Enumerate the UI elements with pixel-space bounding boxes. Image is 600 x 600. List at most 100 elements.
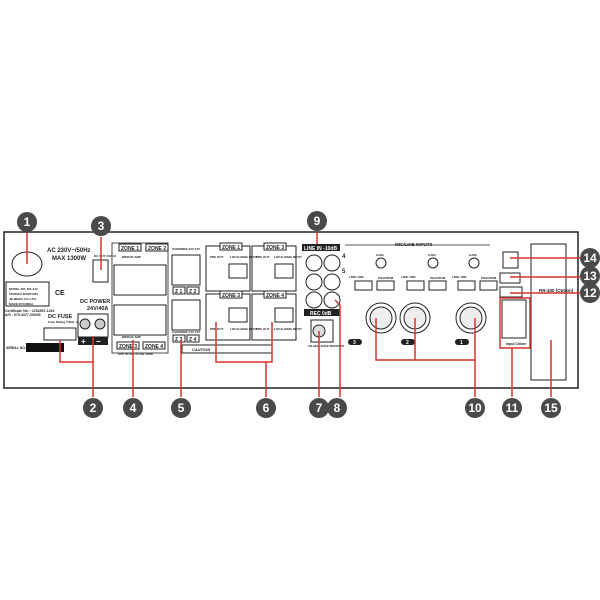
svg-text:LINE / MIC: LINE / MIC — [452, 275, 468, 279]
ce-mark: CE — [55, 290, 65, 297]
callout-4: 4 — [123, 398, 143, 418]
svg-text:BRIDGE AMP: BRIDGE AMP — [122, 255, 141, 259]
serial-number-sticker — [26, 343, 64, 352]
callout-12: 12 — [580, 283, 600, 303]
speaker-outputs: ZONE 1 ZONE 2 BRIDGE AMP BRIDGE AMP ZONE… — [111, 242, 169, 356]
callout-9: 9 — [307, 211, 327, 231]
remote-terminal — [499, 272, 521, 284]
svg-text:15: 15 — [544, 401, 558, 415]
svg-text:GAIN: GAIN — [376, 253, 384, 257]
svg-text:PRE OUT: PRE OUT — [210, 255, 224, 259]
dc-fuse-label: DC FUSE — [48, 314, 72, 320]
svg-text:ZONE 1: ZONE 1 — [121, 246, 139, 252]
svg-text:120W/4Ω 300W/100V: 120W/4Ω 300W/100V — [9, 292, 38, 296]
svg-text:13: 13 — [583, 269, 597, 283]
svg-text:1: 1 — [24, 215, 31, 229]
svg-text:11: 11 — [506, 401, 519, 415]
svg-text:7: 7 — [316, 401, 323, 415]
callout-2: 2 — [83, 398, 103, 418]
dc-rating-text: 24V/40A — [87, 306, 108, 312]
callout-15: 15 — [541, 398, 561, 418]
callout-13: 13 — [580, 266, 600, 286]
svg-text:OVERRIDE 24V 24V: OVERRIDE 24V 24V — [172, 330, 200, 334]
mic-line-inputs-label: MIC/LINE INPUTS — [395, 242, 433, 247]
svg-text:SPK OUTPUTS 8Ω 120W: SPK OUTPUTS 8Ω 120W — [118, 352, 153, 356]
svg-text:12: 12 — [583, 286, 597, 300]
svg-text:14: 14 — [583, 251, 597, 265]
svg-text:PHANTOM: PHANTOM — [481, 276, 497, 280]
rec-label: REC 0dB — [310, 311, 332, 317]
callout-11: 11 — [502, 398, 522, 418]
leader-lines — [26, 232, 580, 397]
svg-text:BRIDGE AMP: BRIDGE AMP — [122, 335, 141, 339]
dc-fuse-holder — [43, 327, 77, 341]
callout-14: 14 — [580, 248, 600, 268]
certificate-text: Certificate No. : 1234567-1234 — [5, 309, 54, 313]
input-chime-label: Input Chime — [506, 342, 526, 346]
svg-text:2: 2 — [406, 340, 409, 346]
svg-text:ZONE 4: ZONE 4 — [266, 293, 284, 299]
svg-text:LOCAL/EMG INPUT: LOCAL/EMG INPUT — [274, 255, 302, 259]
ext-terminal — [499, 286, 523, 298]
callout-6: 6 — [256, 398, 276, 418]
port-number-5: 5 — [342, 269, 346, 275]
callout-5: 5 — [171, 398, 191, 418]
callout-1: 1 — [17, 212, 37, 232]
svg-text:LOCAL/EMG INPUT: LOCAL/EMG INPUT — [230, 255, 258, 259]
svg-text:MADE IN KOREA: MADE IN KOREA — [9, 302, 34, 306]
svg-text:6: 6 — [263, 401, 270, 415]
svg-text:ZONE 3: ZONE 3 — [222, 293, 240, 299]
svg-text:−: − — [96, 337, 101, 346]
svg-text:ZONE 3: ZONE 3 — [119, 344, 137, 350]
port-number-4: 4 — [342, 254, 346, 260]
serial-label: SERIAL NO.: — [6, 346, 27, 350]
zone-pre-out-local-input: ZONE 1 ZONE 3 ZONE 3 ZONE 4 PRE OUT LOCA… — [205, 242, 302, 341]
callout-10: 10 — [465, 398, 485, 418]
dc-power-label: DC POWER — [80, 299, 110, 305]
svg-text:+: + — [81, 337, 86, 346]
input-chime-terminal — [501, 299, 527, 339]
line-in-label: LINE IN -10dB — [304, 246, 337, 252]
svg-text:8: 8 — [334, 401, 341, 415]
rec-label-bg — [304, 309, 340, 316]
svg-text:ZONE 1: ZONE 1 — [222, 245, 240, 251]
svg-text:PRE OUT: PRE OUT — [256, 255, 270, 259]
svg-text:3: 3 — [353, 340, 356, 346]
rca-jacks — [305, 254, 341, 309]
as-phone-text: A/S : 070-4377-0000/5 — [5, 313, 41, 317]
svg-text:Z 2: Z 2 — [189, 289, 196, 295]
svg-text:Z 3: Z 3 — [175, 337, 182, 343]
svg-text:1: 1 — [460, 340, 463, 346]
svg-text:2: 2 — [90, 401, 97, 415]
callout-3: 3 — [91, 216, 111, 236]
svg-text:5: 5 — [178, 401, 185, 415]
svg-text:PRE OUT: PRE OUT — [210, 327, 224, 331]
override-terminals: OVERRIDE 24V 24V Z 1 Z 2 OVERRIDE 24V 24… — [171, 247, 201, 343]
rr-400-option-slot — [530, 243, 567, 381]
svg-text:GAIN: GAIN — [428, 253, 436, 257]
callout-8: 8 — [327, 398, 347, 418]
dc-out-label: DC OUT 24V 1A — [94, 254, 117, 258]
line-in-label-bg — [302, 244, 340, 251]
rating-plate: MODEL NO: MA-412 120W/4Ω 300W/100V JB ME… — [5, 281, 50, 307]
svg-text:ZONE 4: ZONE 4 — [145, 344, 163, 350]
svg-text:GAIN: GAIN — [469, 253, 477, 257]
svg-text:3: 3 — [98, 219, 105, 233]
svg-text:LOCAL/EMG INPUT: LOCAL/EMG INPUT — [274, 327, 302, 331]
svg-text:4: 4 — [130, 401, 137, 415]
svg-text:10: 10 — [468, 401, 482, 415]
rj45-port — [502, 251, 519, 269]
svg-text:PHANTOM: PHANTOM — [430, 276, 446, 280]
monitor-label: UN-/BALANCE MONITOR — [308, 344, 345, 348]
svg-text:LOCAL/EMG INPUT: LOCAL/EMG INPUT — [230, 327, 258, 331]
rr-400-label: RR-400 (Option) — [539, 288, 574, 293]
svg-text:Z 4: Z 4 — [189, 337, 196, 343]
svg-text:JB MEDIA CO.,LTD.: JB MEDIA CO.,LTD. — [9, 297, 37, 301]
svg-text:ZONE 2: ZONE 2 — [148, 246, 166, 252]
svg-text:9: 9 — [314, 214, 321, 228]
svg-text:Z 1: Z 1 — [175, 289, 182, 295]
max-power-text: MAX 1300W — [52, 256, 86, 262]
fuse-rating-text: Fuse Rating T40AL 32V — [48, 320, 81, 324]
ac-rating-text: AC 230V~/50Hz — [47, 248, 91, 254]
